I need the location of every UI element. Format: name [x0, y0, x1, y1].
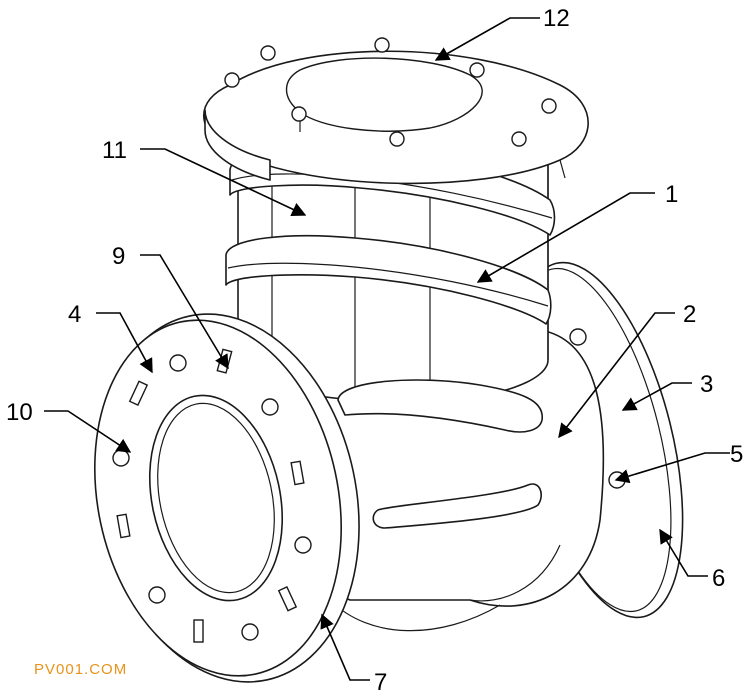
- label-2: 2: [683, 301, 696, 328]
- front-flange-bolt-hole: [261, 398, 279, 416]
- reinforcing-ring-lower: [337, 379, 543, 433]
- leader-lines: [44, 17, 730, 681]
- leader-4: [96, 312, 153, 374]
- leader-9: [140, 254, 229, 370]
- label-1: 1: [665, 181, 678, 208]
- right-flange-bolt-hole: [569, 328, 587, 346]
- front-flange-bolt-hole: [294, 536, 312, 554]
- top-flange-bolt-hole: [389, 131, 405, 147]
- top-flange-opening: [285, 57, 483, 132]
- top-flange-bolt-hole: [260, 45, 276, 61]
- locking-block: [290, 460, 305, 486]
- label-3: 3: [700, 371, 713, 398]
- label-10: 10: [6, 399, 33, 426]
- label-5: 5: [730, 441, 743, 468]
- front-bore: [148, 394, 284, 602]
- top-flange-bolt-hole: [374, 37, 390, 53]
- label-9: 9: [112, 243, 125, 270]
- leader-3: [621, 382, 692, 411]
- leader-10: [44, 410, 132, 453]
- leader-7: [320, 613, 370, 681]
- leader-5: [614, 452, 730, 484]
- front-flange: [94, 313, 360, 683]
- locking-block: [193, 619, 204, 643]
- watermark: PV001.COM: [34, 661, 127, 678]
- top-flange-bolt-hole: [511, 131, 527, 147]
- front-flange-bolt-hole: [112, 449, 130, 467]
- front-flange-bolt-hole: [169, 354, 187, 372]
- label-7: 7: [374, 669, 387, 696]
- top-flange-bolt-hole: [291, 106, 307, 122]
- label-6: 6: [712, 565, 725, 592]
- label-12: 12: [543, 5, 570, 32]
- reinforcing-ring-middle: [225, 234, 552, 325]
- front-flange-bolt-hole: [241, 623, 259, 641]
- label-4: 4: [68, 301, 81, 328]
- leader-2: [558, 312, 675, 439]
- leader-6: [659, 528, 708, 577]
- locking-block: [128, 380, 149, 407]
- support-rib: [372, 483, 542, 529]
- top-flange-bolt-hole: [469, 62, 485, 78]
- top-flange-bolt-hole: [224, 72, 240, 88]
- leader-11: [140, 148, 307, 216]
- top-flange: [203, 37, 589, 185]
- front-flange-bolt-hole: [148, 586, 166, 604]
- leader-1: [476, 192, 655, 283]
- locking-block: [277, 585, 298, 612]
- locking-block: [116, 513, 131, 539]
- top-flange-bolt-hole: [541, 98, 557, 114]
- leader-12: [434, 17, 540, 61]
- label-11: 11: [102, 137, 127, 164]
